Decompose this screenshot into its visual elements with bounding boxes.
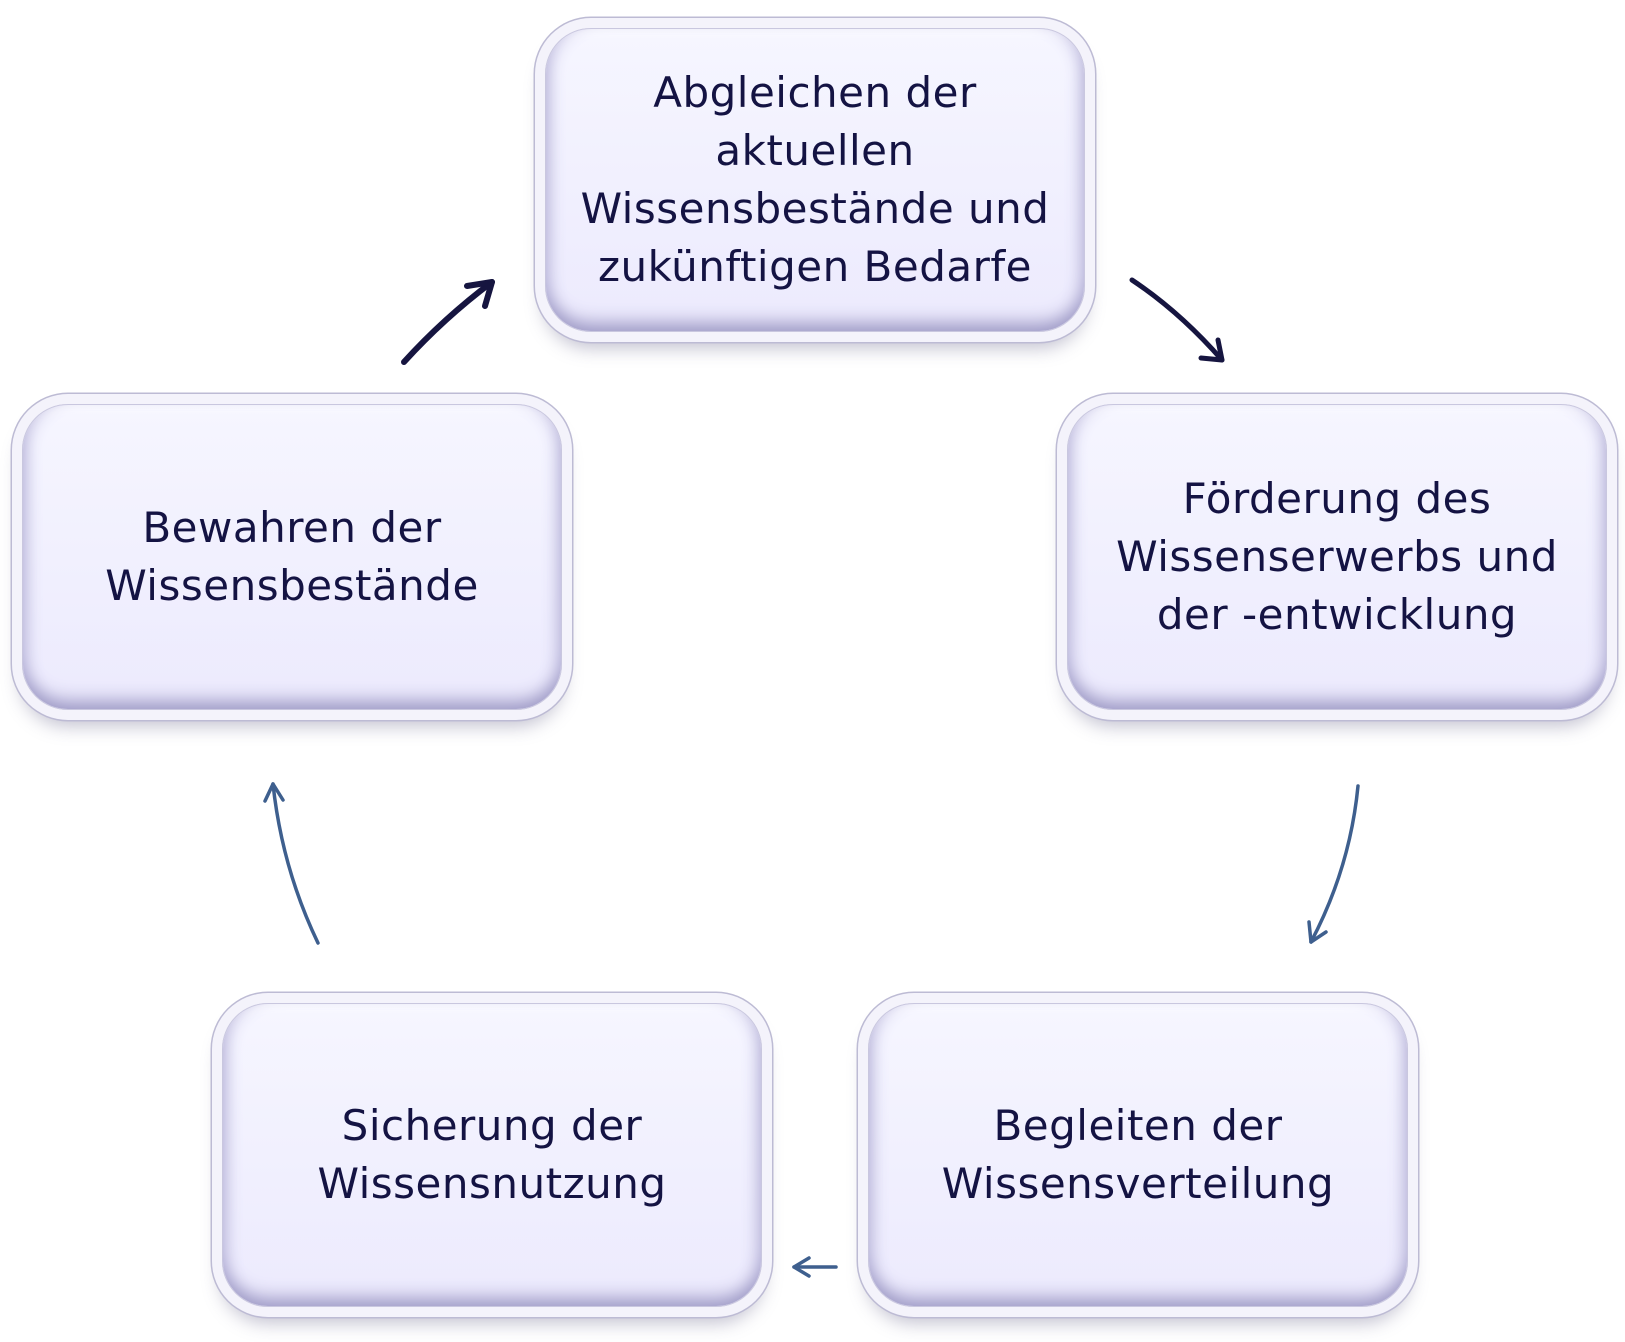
node-bewahren: Bewahren der Wissensbestände (22, 404, 562, 710)
node-label: Sicherung der Wissensnutzung (317, 1101, 667, 1208)
node-foerderung: Förderung des Wissenserwerbs und der -en… (1067, 404, 1607, 710)
arrow-1-to-2 (1129, 277, 1225, 363)
arrow-3-to-4 (792, 1256, 838, 1278)
node-label: Begleiten der Wissensverteilung (941, 1101, 1335, 1208)
node-label: Bewahren der Wissensbestände (105, 503, 479, 610)
node-label: Förderung des Wissenserwerbs und der -en… (1116, 474, 1558, 639)
node-label: Abgleichen der aktuellen Wissensbestände… (580, 68, 1050, 291)
node-begleiten: Begleiten der Wissensverteilung (868, 1003, 1408, 1307)
arrow-5-to-1 (401, 279, 495, 365)
node-sicherung: Sicherung der Wissensnutzung (222, 1003, 762, 1307)
arrow-4-to-5 (263, 782, 320, 945)
node-abgleichen: Abgleichen der aktuellen Wissensbestände… (545, 28, 1085, 332)
arrow-2-to-3 (1307, 784, 1360, 944)
